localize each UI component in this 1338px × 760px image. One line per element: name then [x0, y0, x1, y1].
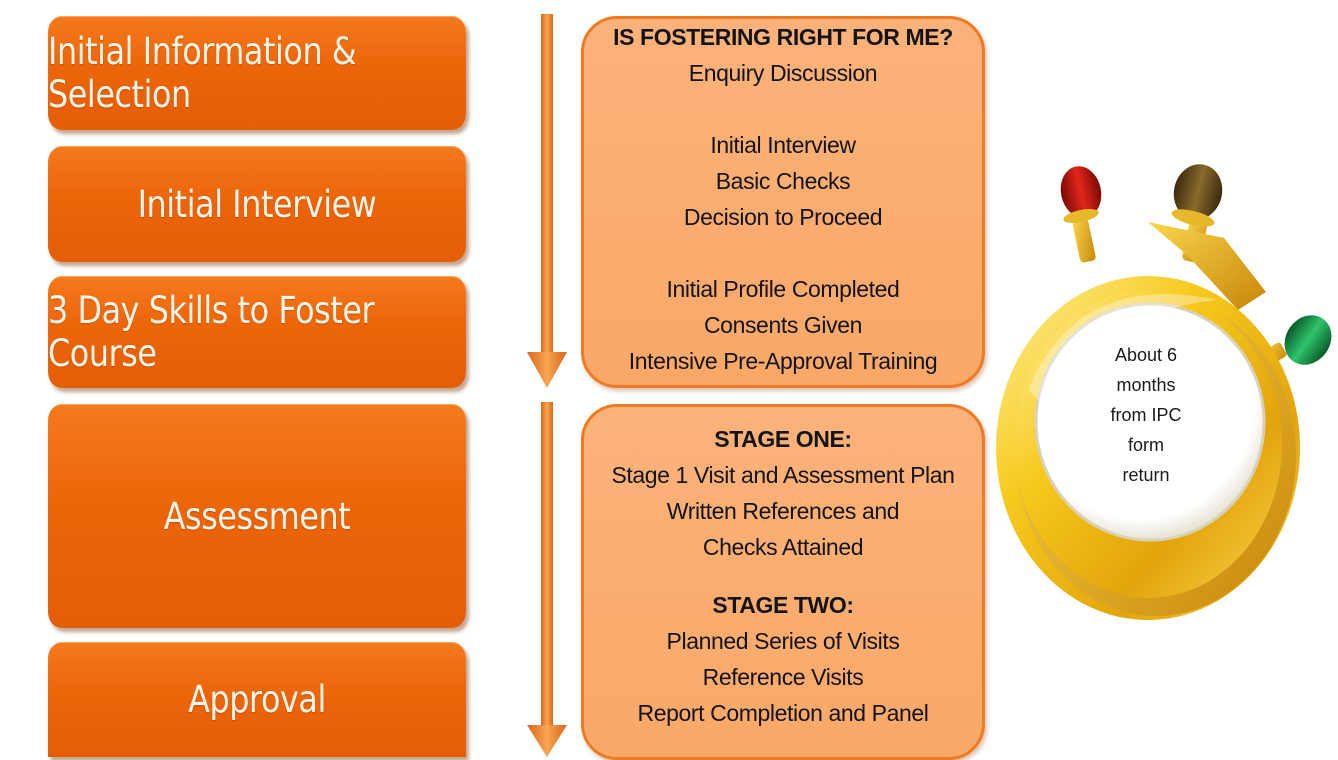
details-heading: IS FOSTERING RIGHT FOR ME?: [613, 24, 953, 50]
detail-line: Reference Visits: [702, 664, 864, 690]
stage-skills-course: 3 Day Skills to Foster Course: [48, 276, 466, 388]
timer-line: About 6: [1114, 345, 1178, 365]
stage-label: Initial Interview: [137, 182, 377, 226]
stage-two-heading: STAGE TWO:: [712, 592, 854, 618]
stage-assessment: Assessment: [48, 404, 466, 628]
detail-line: Checks Attained: [702, 534, 864, 560]
detail-line: Basic Checks: [715, 168, 851, 194]
detail-line: Initial Interview: [710, 132, 856, 158]
detail-line: Stage 1 Visit and Assessment Plan: [611, 462, 955, 488]
timer-line: months: [1116, 375, 1176, 395]
detail-line: Enquiry Discussion: [688, 60, 878, 86]
stage-one-heading: STAGE ONE:: [714, 426, 852, 452]
stage-label: Approval: [188, 678, 326, 721]
down-arrow-icon: [527, 14, 567, 388]
details-stages: STAGE ONE: Stage 1 Visit and Assessment …: [581, 404, 985, 760]
stage-label: Assessment: [163, 494, 351, 538]
down-arrow-icon: [527, 402, 567, 757]
detail-line: Consents Given: [703, 312, 863, 338]
detail-line: Planned Series of Visits: [666, 628, 900, 654]
detail-line: Written References and: [666, 498, 900, 524]
detail-line: Initial Profile Completed: [666, 276, 900, 302]
stage-approval: Approval: [48, 642, 466, 757]
stage-initial-interview: Initial Interview: [48, 146, 466, 262]
detail-line: Report Completion and Panel: [637, 700, 929, 726]
timer-line: return: [1122, 465, 1170, 485]
stage-initial-information: Initial Information & Selection: [48, 16, 466, 130]
details-fostering-right: IS FOSTERING RIGHT FOR ME? Enquiry Discu…: [581, 16, 985, 388]
timer-line: from IPC: [1110, 405, 1182, 425]
detail-line: Decision to Proceed: [683, 204, 883, 230]
stage-label: 3 Day Skills to Foster Course: [48, 289, 375, 375]
stage-label: Initial Information & Selection: [48, 30, 357, 116]
stopwatch-icon: [996, 164, 1332, 620]
timer-text: About 6 months from IPC form return: [1092, 340, 1200, 490]
detail-line: Intensive Pre-Approval Training: [628, 348, 938, 374]
timer-line: form: [1128, 435, 1164, 455]
